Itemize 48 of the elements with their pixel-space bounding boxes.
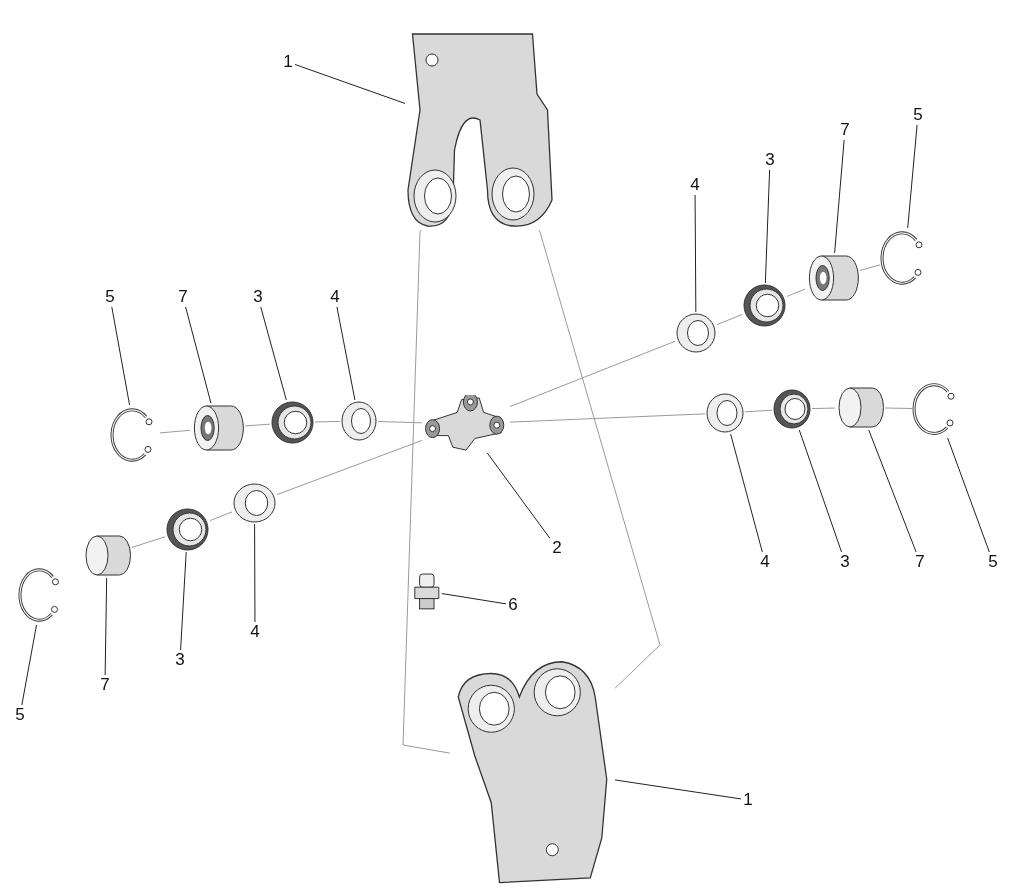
bearing-cup-drawing bbox=[835, 385, 885, 430]
assembly-line bbox=[244, 423, 271, 427]
washer-drawing bbox=[340, 400, 378, 442]
assembly-line bbox=[786, 288, 806, 297]
assembly-line bbox=[716, 314, 743, 326]
leader-line bbox=[104, 577, 108, 676]
assembly-line bbox=[884, 407, 913, 409]
seal-ring-drawing bbox=[165, 507, 210, 552]
assembly-line bbox=[276, 439, 423, 496]
leader-line bbox=[180, 551, 187, 651]
leader-line bbox=[21, 624, 37, 706]
assembly-line bbox=[209, 511, 233, 522]
assembly-line bbox=[509, 413, 706, 423]
assembly-line bbox=[159, 429, 191, 434]
assembly-line bbox=[402, 229, 451, 754]
assembly-line bbox=[509, 340, 676, 408]
assembly-line bbox=[131, 536, 166, 548]
washer-drawing bbox=[705, 392, 745, 434]
leader-line bbox=[614, 779, 742, 800]
leader-line bbox=[336, 306, 356, 401]
seal-ring-drawing bbox=[742, 283, 787, 328]
bearing-cup-drawing bbox=[82, 533, 132, 578]
leader-line bbox=[834, 139, 845, 254]
assembly-line bbox=[538, 229, 661, 689]
leader-line bbox=[294, 64, 406, 104]
seal-ring-drawing bbox=[270, 400, 315, 445]
leader-line bbox=[260, 306, 287, 401]
assembly-line bbox=[859, 264, 881, 271]
assembly-line bbox=[744, 409, 773, 413]
leader-line bbox=[185, 306, 212, 404]
leader-line bbox=[798, 429, 843, 553]
washer-drawing bbox=[675, 312, 717, 354]
leader-line bbox=[111, 306, 131, 406]
assembly-line bbox=[811, 407, 836, 410]
yoke-drawing bbox=[405, 30, 555, 230]
leader-line bbox=[441, 593, 507, 605]
seal-ring-drawing bbox=[772, 388, 812, 430]
assembly-line bbox=[314, 420, 341, 423]
assembly-line bbox=[377, 421, 423, 424]
leader-line bbox=[694, 194, 697, 313]
leader-line bbox=[907, 124, 918, 229]
leader-line bbox=[868, 429, 917, 553]
leader-line bbox=[730, 433, 763, 553]
leader-line bbox=[486, 452, 551, 539]
washer-drawing bbox=[232, 482, 277, 524]
leader-line bbox=[764, 169, 771, 284]
leader-line bbox=[947, 437, 990, 553]
leader-line bbox=[254, 523, 256, 623]
